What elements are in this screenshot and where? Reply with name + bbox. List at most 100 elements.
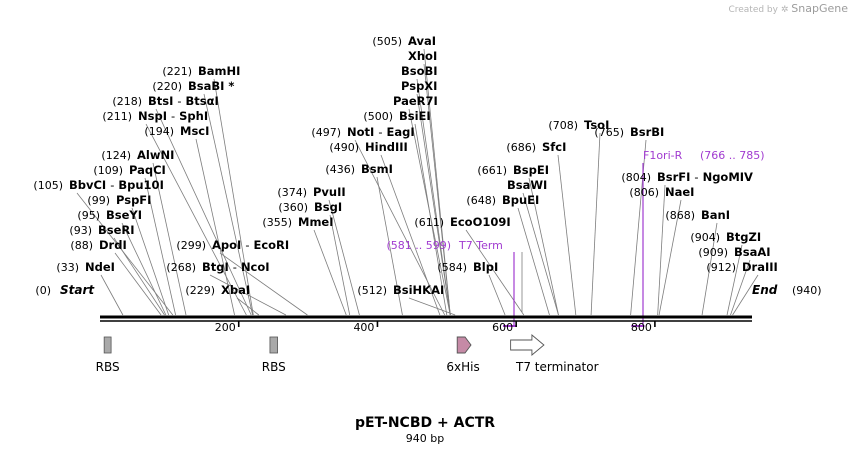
site-leader-line <box>423 63 451 316</box>
site-enzyme-name: TsoI <box>584 118 609 132</box>
site-enzyme-name: BtsI <box>148 94 173 108</box>
site-enzyme-name: BseRI <box>98 223 135 237</box>
site-enzyme-name: BseYI <box>106 208 142 222</box>
site-enzyme-name: BspEI <box>513 163 549 177</box>
feature-label: T7 terminator <box>515 360 599 374</box>
site-enzyme-name: NotI <box>347 125 374 139</box>
site-enzyme-name: MmeI <box>298 215 334 229</box>
site-leader-line <box>557 154 577 316</box>
site-position-label: (355) <box>262 216 292 229</box>
site-label: BspEI <box>513 163 549 177</box>
site-enzyme-name: DrdI <box>99 238 127 252</box>
site-enzyme-name: NdeI <box>85 260 115 274</box>
site-enzyme-name: XhoI <box>408 49 437 63</box>
feature-box <box>103 336 112 354</box>
site-label: MscI <box>180 124 209 138</box>
site-position-label: (909) <box>698 246 728 259</box>
site-enzyme-name: XbaI <box>221 283 250 297</box>
site-label: DrdI <box>99 238 127 252</box>
site-position-label: (497) <box>311 126 341 139</box>
site-label: BsrBI <box>630 125 664 139</box>
site-label: BtsI-BtsαI <box>148 94 219 108</box>
watermark-brand: SnapGene <box>791 2 848 15</box>
site-position-label: (95) <box>77 209 100 222</box>
site-label: AlwNI <box>137 148 174 162</box>
site-label: PaeR7I <box>393 94 438 108</box>
site-separator: - <box>245 238 249 252</box>
primer-range-label: (766 .. 785) <box>700 149 765 162</box>
site-label: BseYI <box>106 208 142 222</box>
site-position-label: (194) <box>144 125 174 138</box>
site-leader-lines <box>76 48 759 327</box>
site-enzyme-name: BsiEI <box>399 109 431 123</box>
site-leader-line <box>131 207 170 316</box>
site-leader-line <box>630 139 647 316</box>
site-leader-line <box>114 252 162 316</box>
site-label: BsaAI <box>734 245 771 259</box>
site-leader-line <box>219 252 308 316</box>
primer-range-label: (581 .. 599) <box>386 239 451 252</box>
site-position-label: (109) <box>93 164 123 177</box>
feature-label: RBS <box>262 360 286 374</box>
site-leader-line <box>121 222 167 316</box>
site-label: BamHI <box>198 64 240 78</box>
site-enzyme-name: PvuII <box>313 185 346 199</box>
site-enzyme-name: NcoI <box>241 260 270 274</box>
site-enzyme-name: BsgI <box>314 200 342 214</box>
site-enzyme-name: NspI <box>138 109 167 123</box>
site-position-label: (436) <box>325 163 355 176</box>
site-leader-line <box>701 222 718 316</box>
site-leader-line <box>145 123 247 316</box>
site-position-label: (686) <box>506 141 536 154</box>
snapgene-logo-icon: ✲ <box>780 5 789 15</box>
site-enzyme-name: EagI <box>386 125 414 139</box>
site-enzyme-name: PaeR7I <box>393 94 438 108</box>
site-enzyme-name: SphI <box>179 109 208 123</box>
site-enzyme-name: BsrBI <box>630 125 664 139</box>
site-separator: - <box>171 109 175 123</box>
axis-tick-label: 400 <box>353 321 374 334</box>
site-leader-line <box>213 78 254 316</box>
site-position-label: (88) <box>70 239 93 252</box>
site-label: PspXI <box>401 79 437 93</box>
start-position-label: (0) <box>35 284 51 297</box>
axis-tick-label: 600 <box>492 321 513 334</box>
site-label: SfcI <box>542 140 566 154</box>
site-position-label: (268) <box>166 261 196 274</box>
site-leader-line <box>517 207 550 316</box>
site-enzyme-name: HindIII <box>365 140 408 154</box>
site-enzyme-name: NgoMIV <box>703 170 753 184</box>
primer-name-label: T7 Term <box>458 239 503 252</box>
site-leader-line <box>732 274 759 316</box>
site-position-label: (220) <box>152 80 182 93</box>
site-enzyme-name: BlpI <box>473 260 498 274</box>
site-label: BanI <box>701 208 730 222</box>
site-position-label: (490) <box>329 141 359 154</box>
site-label: EcoO109I <box>450 215 511 229</box>
site-position-label: (211) <box>102 110 132 123</box>
end-position-label: (940) <box>792 284 822 297</box>
site-leader-line <box>376 176 403 316</box>
site-label: ApoI-EcoRI <box>212 238 289 252</box>
site-position-label: (218) <box>112 95 142 108</box>
site-enzyme-name: BanI <box>701 208 730 222</box>
site-leader-line <box>730 259 751 316</box>
site-label: BsaWI <box>507 178 547 192</box>
site-enzyme-name: EcoRI <box>253 238 289 252</box>
site-enzyme-name: Bpu10I <box>118 178 163 192</box>
site-position-label: (93) <box>69 224 92 237</box>
site-enzyme-name: MscI <box>180 124 209 138</box>
site-leader-line <box>416 93 451 316</box>
site-position-label: (804) <box>621 171 651 184</box>
site-label: NaeI <box>665 185 694 199</box>
site-enzyme-name: BsrFI <box>657 170 690 184</box>
site-position-label: (806) <box>629 186 659 199</box>
site-leader-line <box>144 177 176 316</box>
site-label: BtgZI <box>726 230 761 244</box>
site-leader-line <box>155 108 252 316</box>
site-label: PvuII <box>313 185 346 199</box>
site-position-label: (648) <box>466 194 496 207</box>
site-label: BsoBI <box>401 64 438 78</box>
site-enzyme-name: BtgI <box>202 260 229 274</box>
